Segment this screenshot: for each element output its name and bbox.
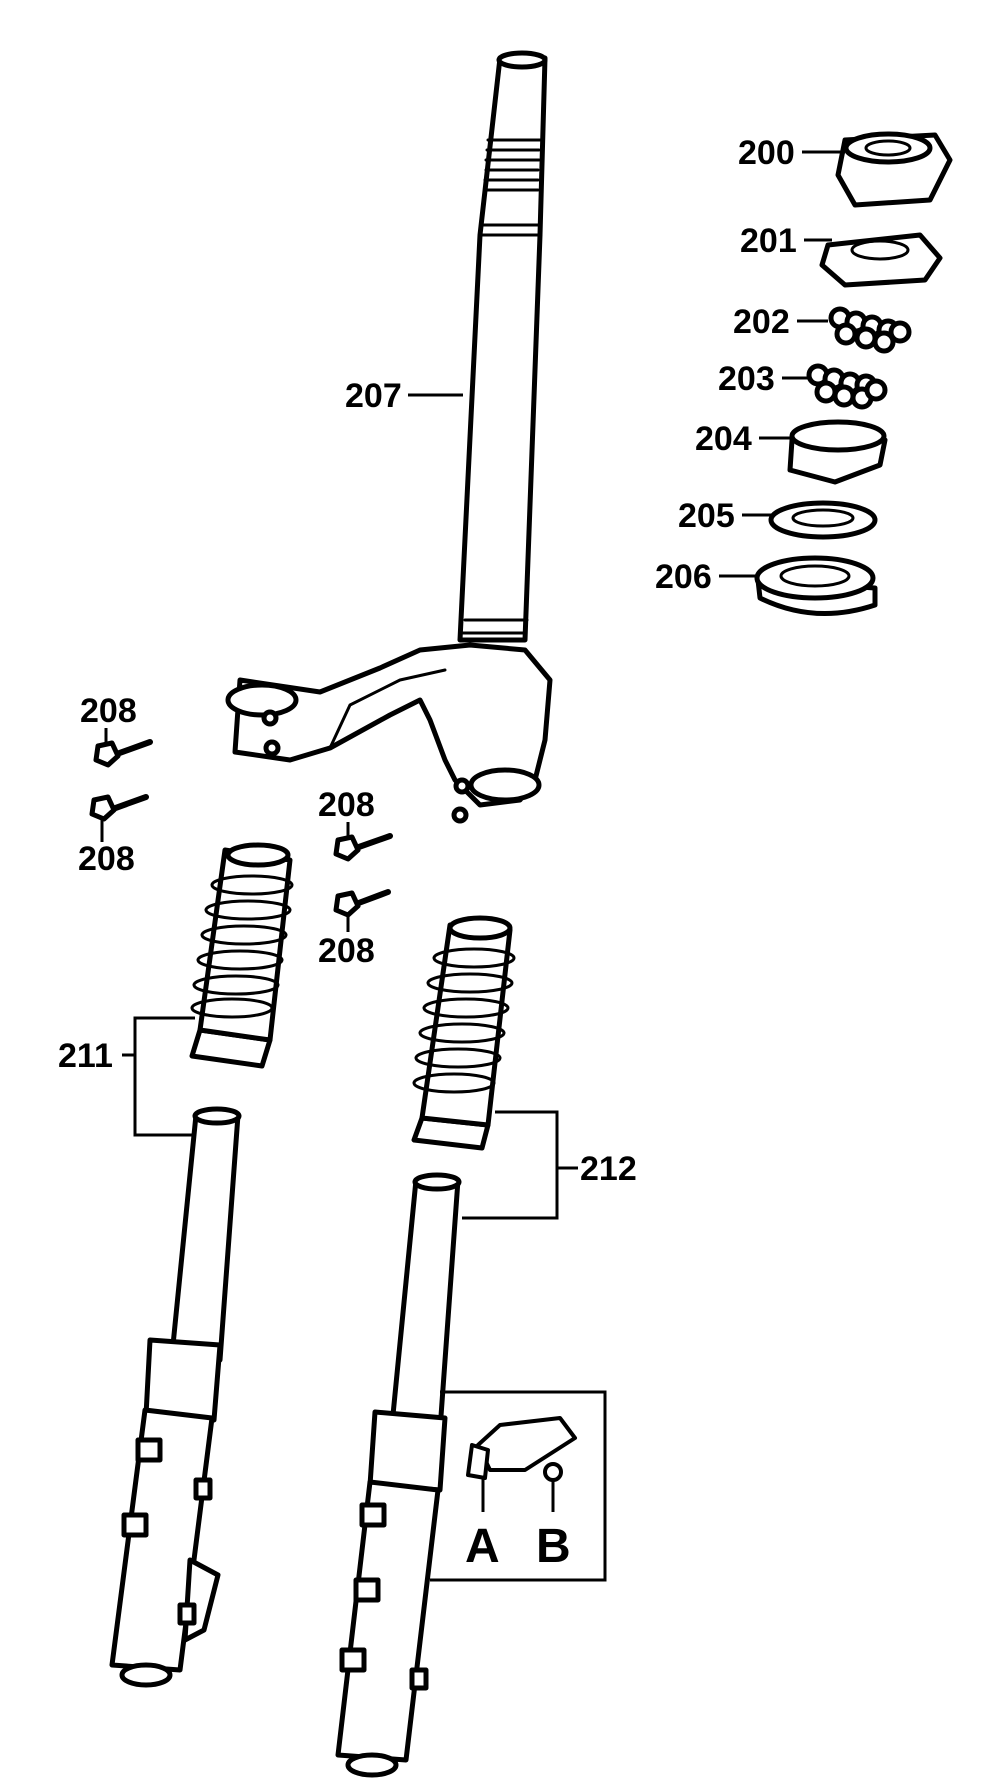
callout-207: 207 (345, 377, 463, 415)
callout-201: 201 (740, 222, 832, 260)
bolt-part-208-d (333, 889, 391, 918)
steering-stem-part-207 (225, 50, 553, 824)
bolt-part-208-b (89, 794, 149, 822)
callout-202: 202 (733, 303, 828, 341)
callout-label-203: 203 (718, 360, 775, 398)
callout-label-200: 200 (738, 134, 795, 172)
ball-race-part-203 (806, 363, 888, 410)
locknut-part-201 (819, 232, 943, 288)
callout-206: 206 (655, 558, 758, 596)
callout-205: 205 (678, 497, 772, 535)
callout-208-d: 208 (318, 916, 375, 970)
callout-label-207: 207 (345, 377, 402, 415)
dust-boot-right (411, 915, 516, 1151)
bolt-part-208-a (93, 739, 153, 768)
callout-208-c: 208 (318, 786, 375, 838)
fork-leg-left (109, 1106, 242, 1688)
callout-212: 212 (462, 1110, 637, 1220)
callout-label-211: 211 (58, 1037, 113, 1075)
inset-label-a: A (465, 1520, 500, 1573)
dust-boot-left (189, 842, 294, 1069)
callout-label-202: 202 (733, 303, 790, 341)
callout-label-208-b: 208 (78, 840, 135, 878)
callout-211: 211 (58, 1016, 195, 1137)
bearing-cone-part-204 (787, 419, 888, 485)
callout-203: 203 (718, 360, 808, 398)
bearing-race-part-206 (754, 555, 878, 617)
fork-leg-right (335, 1172, 462, 1778)
callout-label-206: 206 (655, 558, 712, 596)
callout-label-208-a: 208 (80, 692, 137, 730)
washer-part-205 (768, 500, 878, 540)
callout-208-b: 208 (78, 818, 135, 878)
ball-race-part-202 (828, 306, 912, 354)
callout-label-205: 205 (678, 497, 735, 535)
bolt-part-208-c (333, 833, 393, 862)
inset-label-b: B (536, 1520, 571, 1573)
callout-204: 204 (695, 420, 792, 458)
callout-label-208-d: 208 (318, 932, 375, 970)
callout-200: 200 (738, 134, 845, 172)
callout-label-208-c: 208 (318, 786, 375, 824)
callout-208-a: 208 (80, 692, 137, 744)
nut-part-200 (835, 131, 953, 208)
callout-label-201: 201 (740, 222, 797, 260)
callout-label-204: 204 (695, 420, 752, 458)
inset-box: A B (430, 1390, 607, 1582)
callout-label-212: 212 (580, 1150, 637, 1188)
